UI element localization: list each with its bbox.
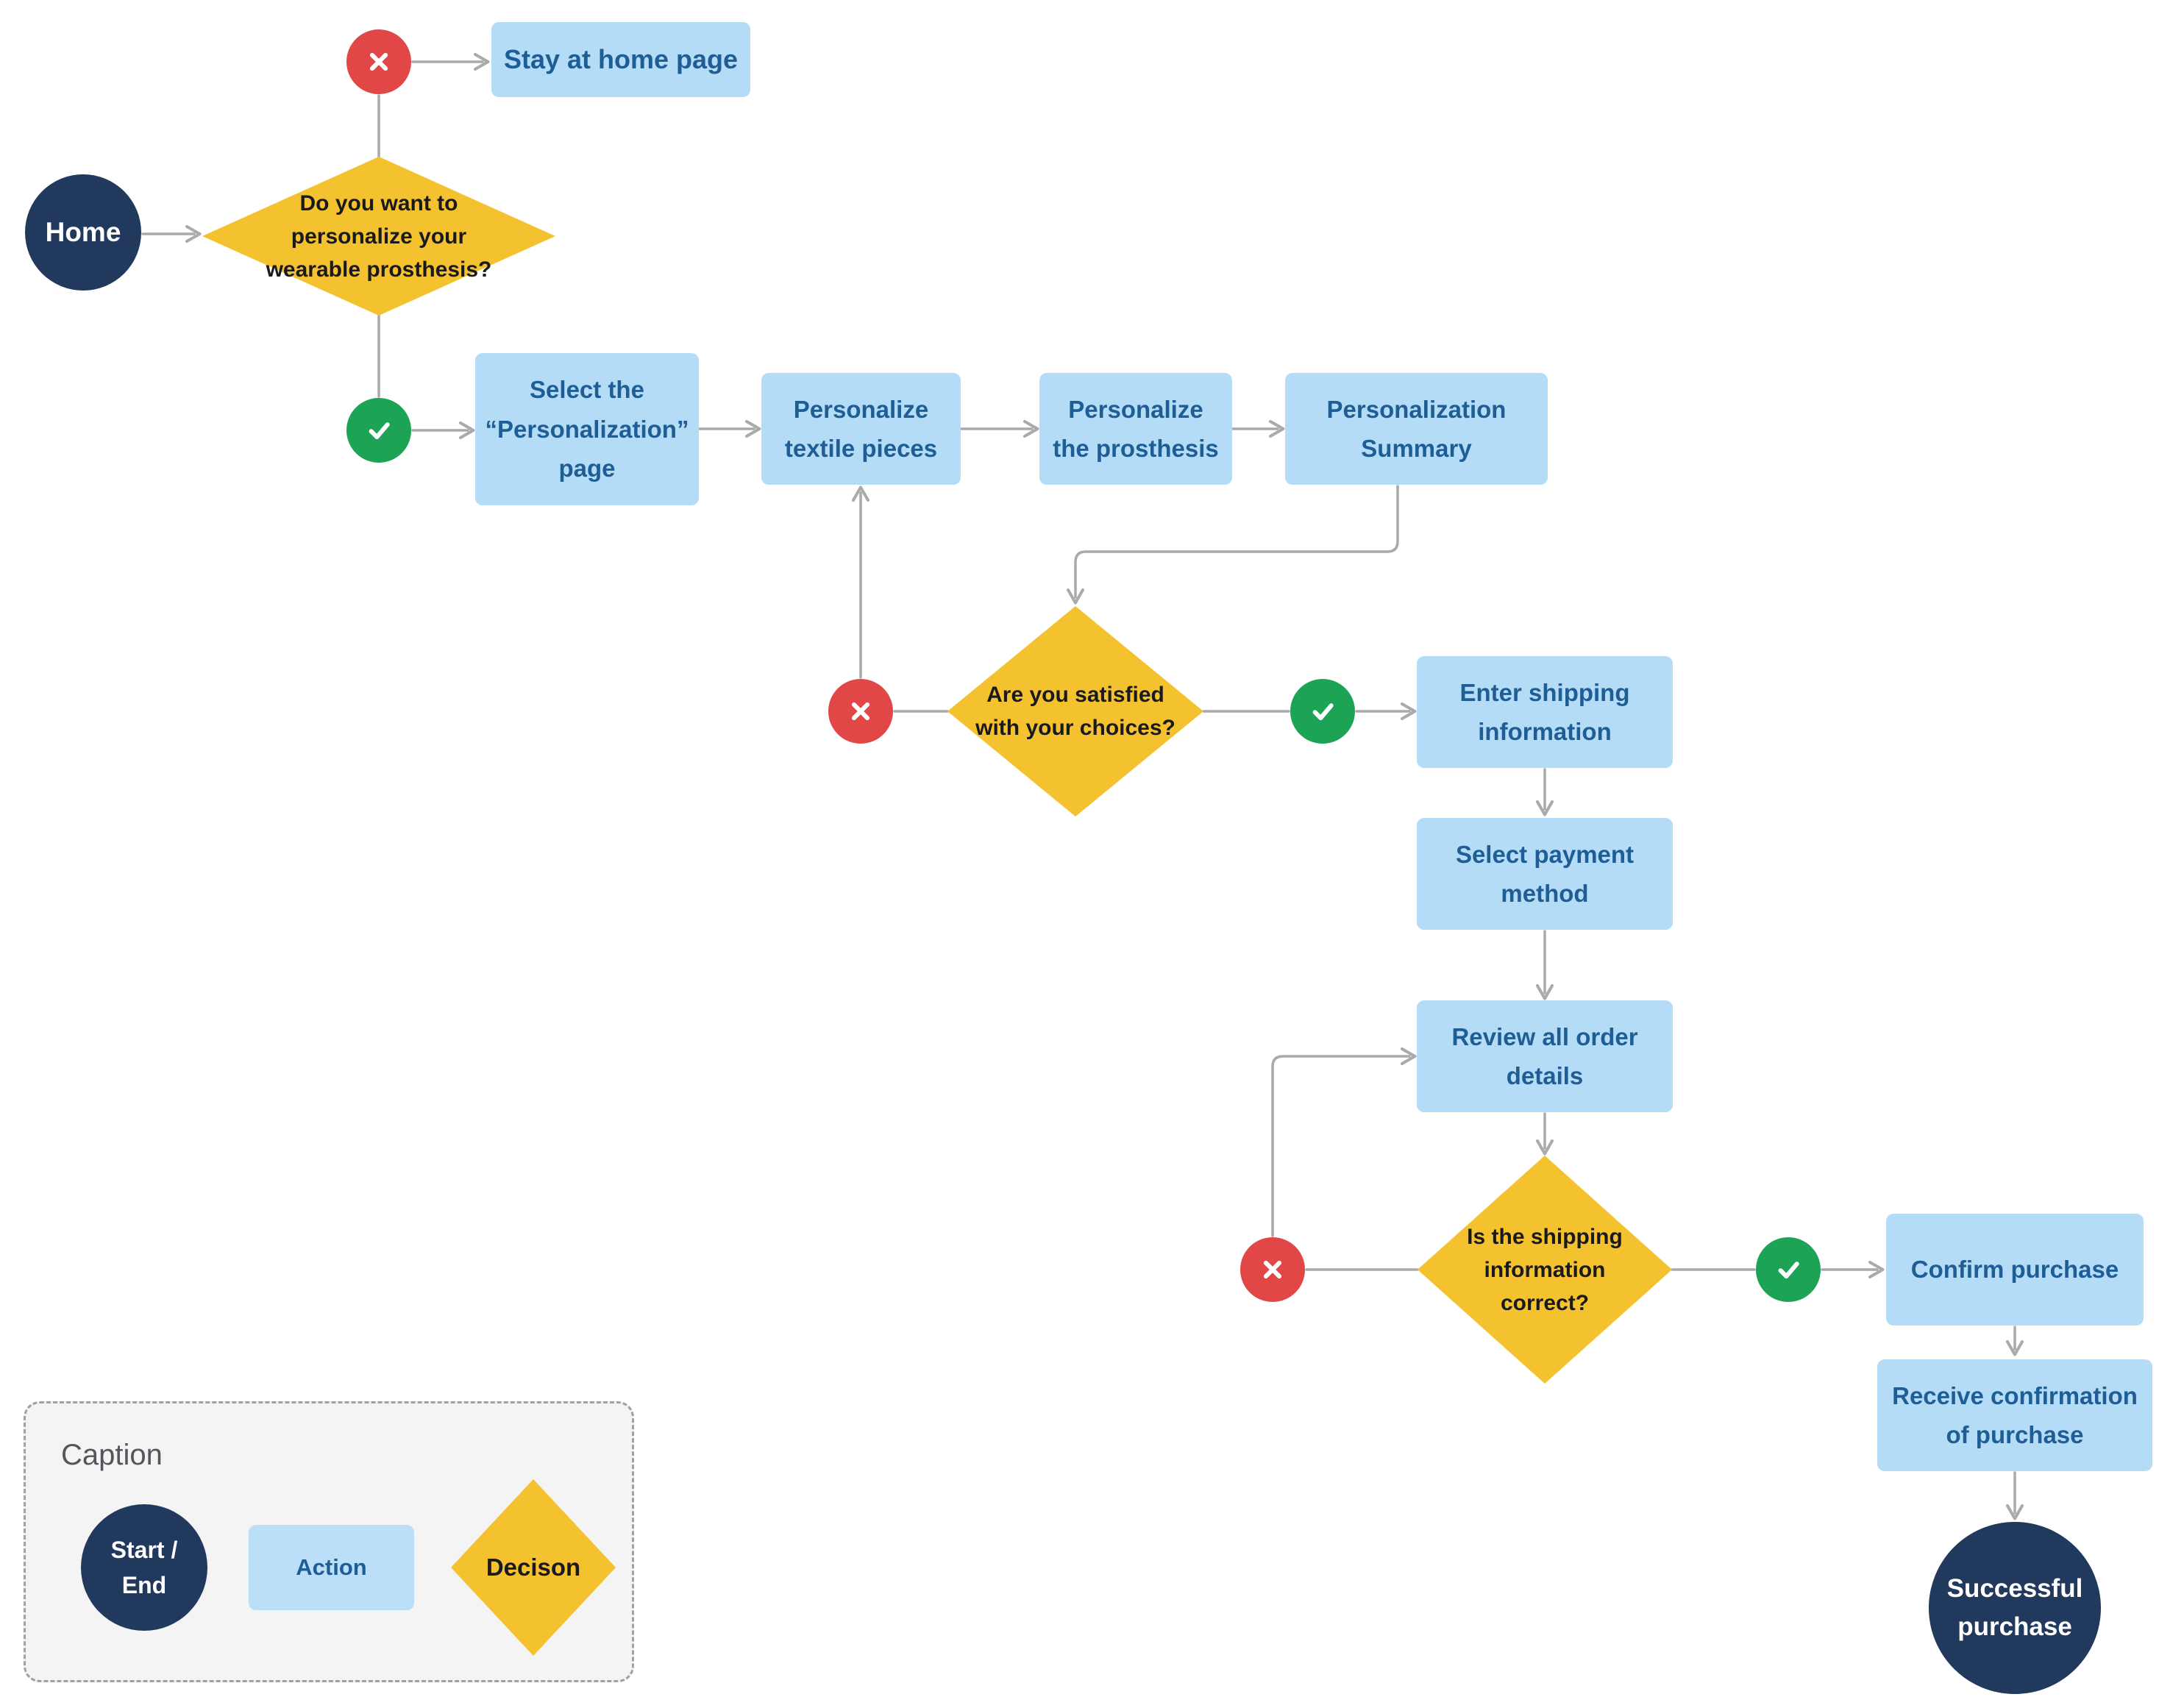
node-label: Home [45,217,121,248]
decision-shipping-correct: Is the shipping information correct? [1418,1156,1672,1384]
action-confirm-purchase: Confirm purchase [1886,1214,2144,1326]
action-select-personalization-page: Select the “Personalization” page [475,353,699,505]
legend-start-end-sample: Start / End [81,1504,207,1631]
action-select-payment: Select payment method [1417,818,1673,930]
legend-title: Caption [61,1439,163,1471]
diamond-shape-icon [202,157,555,316]
edge-no3-to-review [1271,1047,1417,1237]
no-branch-x-icon [346,29,411,94]
end-node-successful-purchase: Successful purchase [1929,1522,2101,1694]
check-icon [369,422,390,440]
edge-summary-to-decision2 [1067,485,1399,605]
action-enter-shipping: Enter shipping information [1417,656,1673,768]
decision-label: Do you want to personalize your wearable… [266,191,492,282]
yes-branch-check-icon [1290,679,1355,744]
decision-personalize: Do you want to personalize your wearable… [202,157,555,316]
action-review-order: Review all order details [1417,1000,1673,1112]
check-icon [1312,703,1334,721]
legend-action-sample: Action [249,1525,414,1610]
yes-branch-check-icon [1756,1237,1821,1302]
action-personalize-prosthesis: Personalize the prosthesis [1039,373,1232,485]
diamond-shape-icon [947,606,1203,816]
decision-label: Is the shipping information correct? [1467,1224,1623,1315]
action-personalize-textile: Personalize textile pieces [761,373,961,485]
action-receive-confirmation: Receive confirmation of purchase [1877,1359,2152,1471]
diamond-shape-icon [451,1479,616,1656]
x-icon [851,702,870,721]
no-branch-x-icon [1240,1237,1305,1302]
x-icon [369,52,388,71]
decision-label: Are you satisfied with your choices? [975,683,1175,740]
decision-satisfied: Are you satisfied with your choices? [947,606,1203,816]
action-stay-home: Stay at home page [491,22,750,97]
no-branch-x-icon [828,679,893,744]
legend-decision-sample: Decison [451,1479,616,1656]
diamond-shape-icon [1418,1156,1672,1384]
check-icon [1778,1262,1799,1279]
start-node-home: Home [25,174,141,291]
yes-branch-check-icon [346,398,411,463]
x-icon [1263,1260,1282,1279]
legend-decision-label: Decison [485,1554,581,1581]
action-personalization-summary: Personalization Summary [1285,373,1548,485]
legend-panel: Caption Start / End Action Decison [24,1401,634,1682]
